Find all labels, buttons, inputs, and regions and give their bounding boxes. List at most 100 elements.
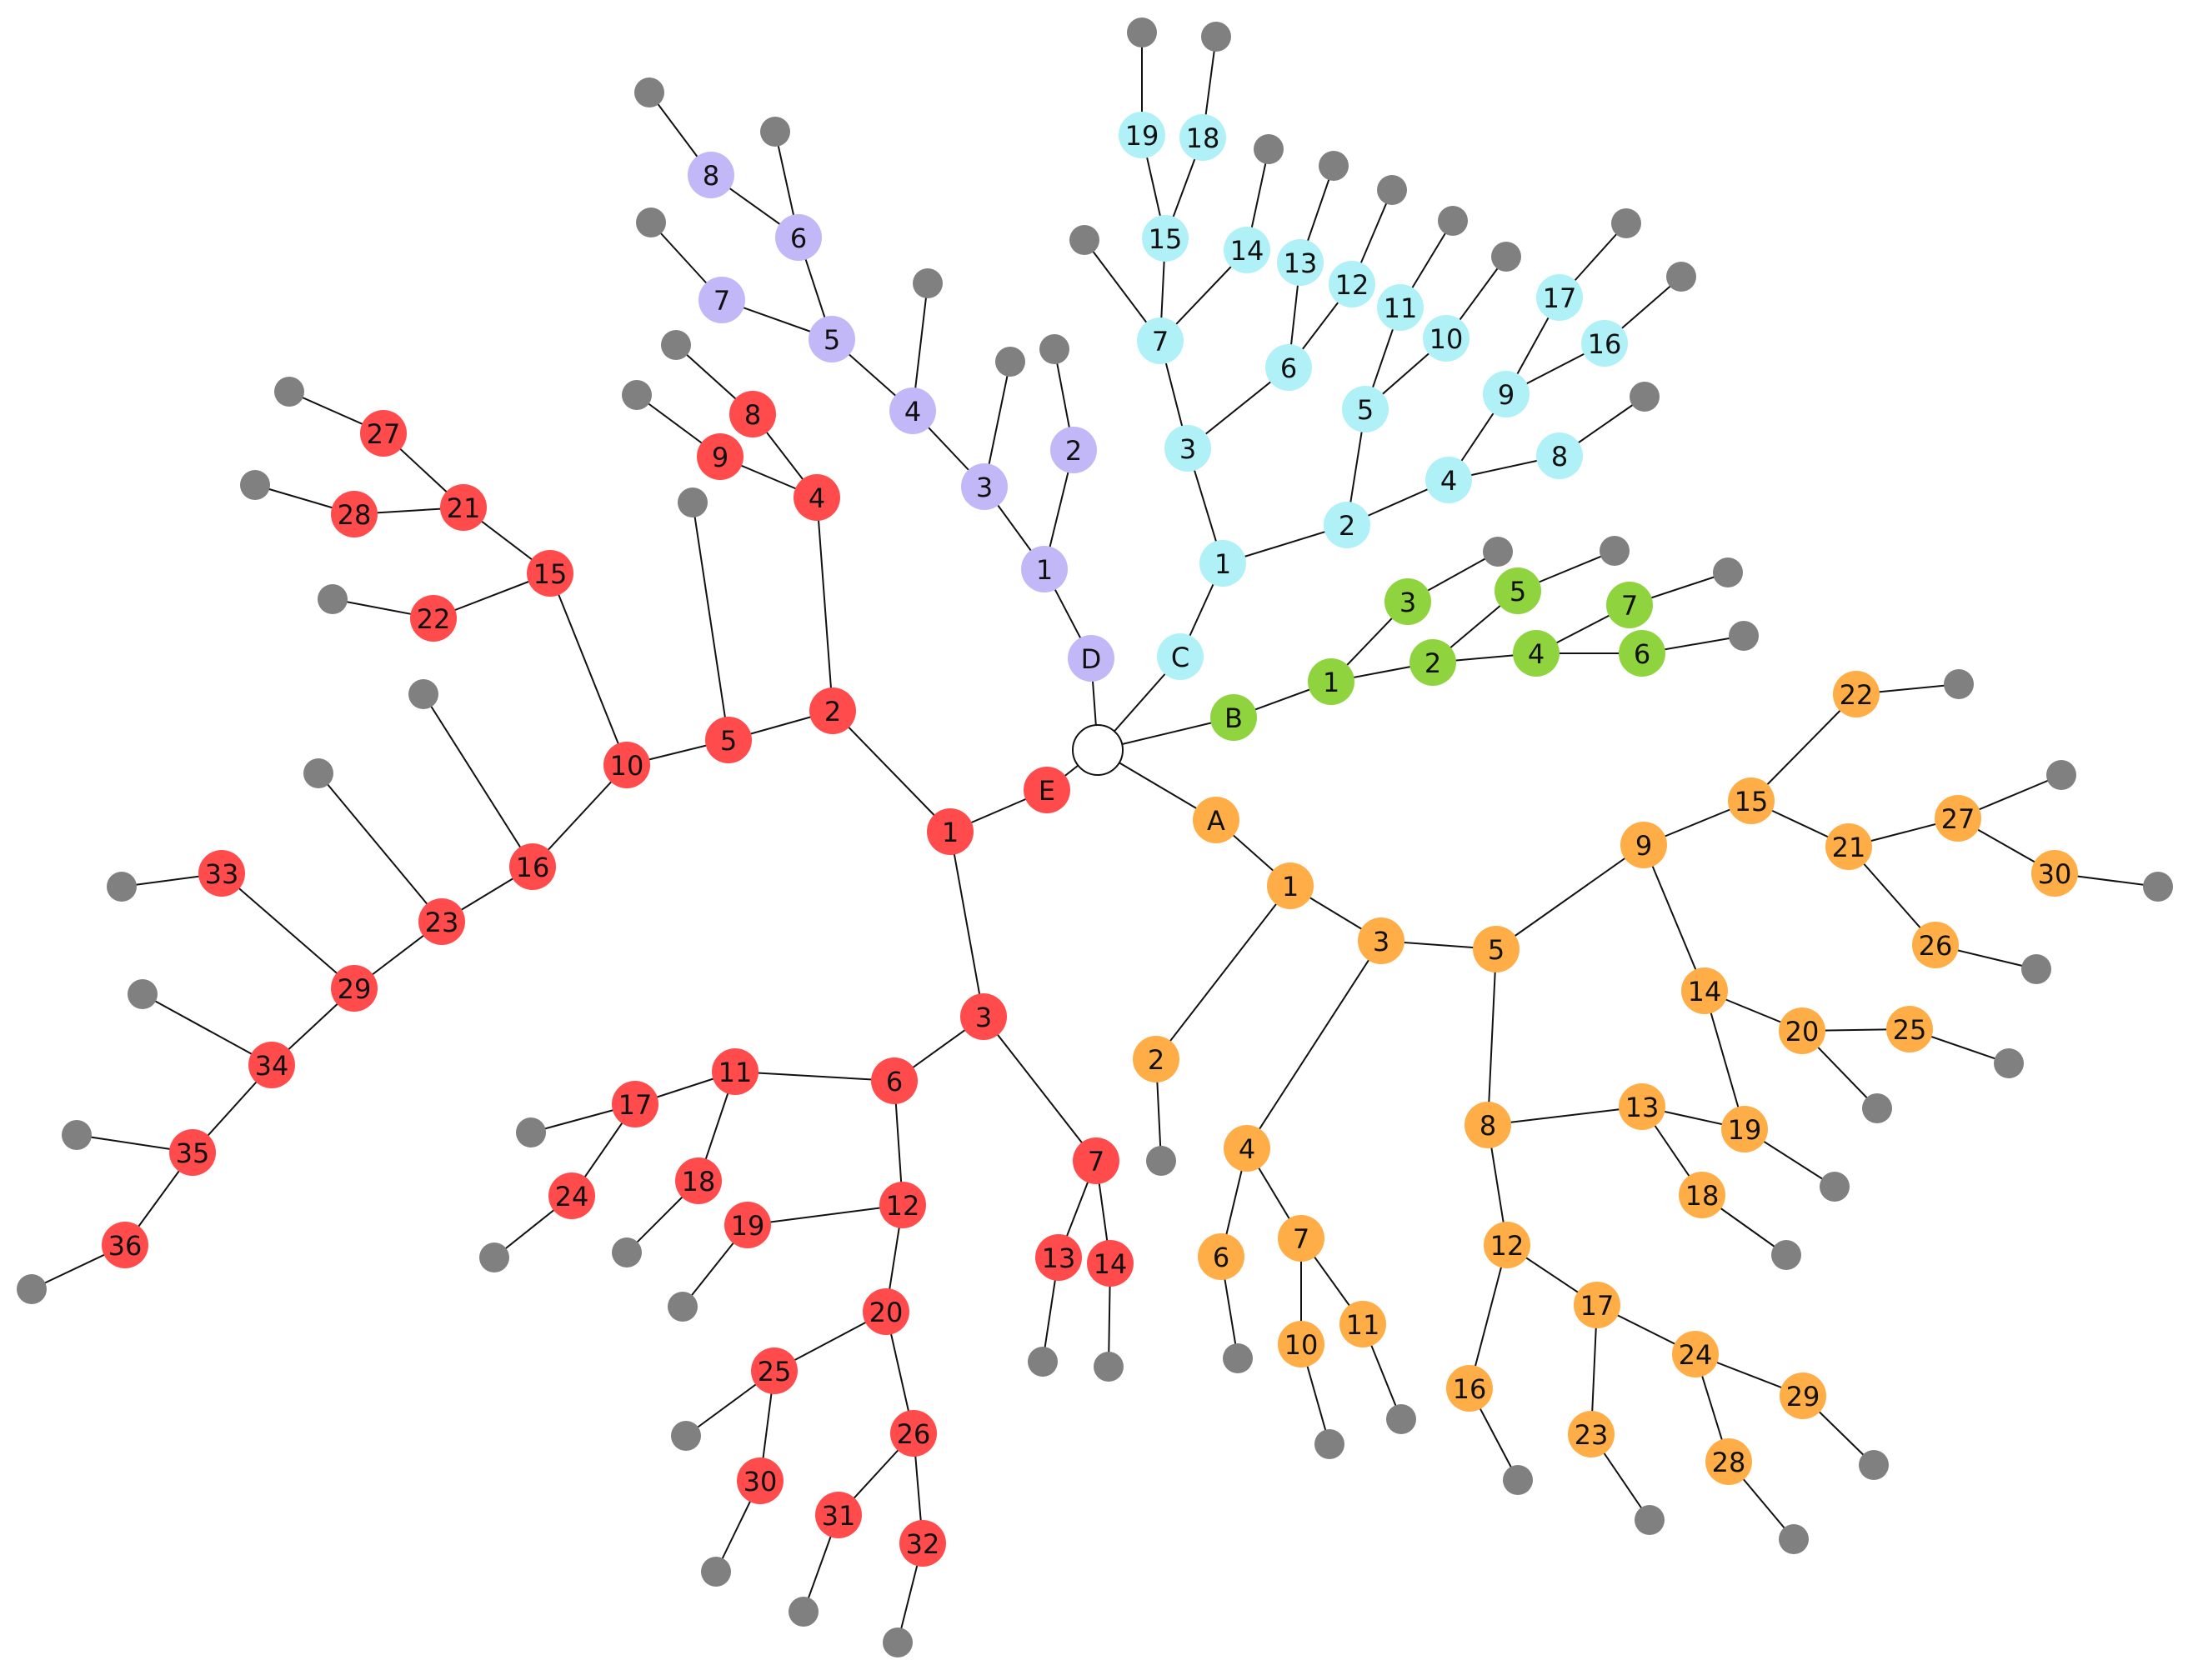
- node-circle: [1319, 151, 1349, 181]
- leaf-node: [1729, 621, 1759, 651]
- node-circle: [1820, 1172, 1850, 1202]
- node-circle: [1050, 427, 1097, 473]
- node-label: 28: [338, 499, 372, 531]
- leaf-node: [1491, 242, 1521, 272]
- node-circle: [1620, 822, 1667, 868]
- tree-node-C4: 4: [1425, 457, 1472, 503]
- node-circle: [1423, 315, 1470, 362]
- node-label: 13: [1042, 1242, 1076, 1274]
- node-circle: [1994, 1048, 2024, 1078]
- node-circle: [1771, 1240, 1801, 1270]
- tree-node-E32: 32: [899, 1520, 946, 1567]
- node-label: A: [1207, 805, 1225, 837]
- node-circle: [729, 391, 776, 438]
- node-circle: [303, 758, 333, 788]
- node-label: 20: [869, 1297, 904, 1328]
- node-label: 8: [744, 399, 761, 431]
- node-circle: [1137, 318, 1184, 364]
- tree-node-B: B: [1210, 694, 1257, 741]
- leaf-node: [1039, 334, 1069, 364]
- tree-node-B3: 3: [1384, 578, 1431, 625]
- node-circle: [1935, 795, 1981, 842]
- node-circle: [1039, 334, 1069, 364]
- node-circle: [1503, 1465, 1533, 1495]
- leaf-node: [1820, 1172, 1850, 1202]
- node-label: 27: [367, 418, 401, 450]
- node-circle: [815, 1492, 862, 1538]
- node-label: 10: [610, 750, 644, 782]
- edge-E12-E19: [747, 1204, 904, 1226]
- leaf-node: [1630, 382, 1660, 412]
- tree-node-C13: 13: [1277, 239, 1324, 286]
- tree-node-A16: 16: [1446, 1365, 1493, 1412]
- node-circle: [331, 965, 378, 1012]
- tree-node-E33: 33: [198, 850, 245, 897]
- node-circle: [1825, 823, 1872, 870]
- node-circle: [634, 78, 664, 108]
- node-circle: [1028, 1347, 1058, 1377]
- tree-node-E20: 20: [863, 1288, 909, 1335]
- node-circle: [1267, 862, 1314, 909]
- tree-node-E12: 12: [879, 1182, 926, 1228]
- node-circle: [1944, 669, 1974, 699]
- tree-node-C: C: [1157, 633, 1204, 680]
- tree-node-C17: 17: [1536, 274, 1583, 321]
- leaf-node: [479, 1242, 509, 1272]
- edge-A5-A8: [1487, 948, 1497, 1126]
- node-circle: [1198, 1233, 1244, 1280]
- tree-node-C1: 1: [1199, 540, 1246, 587]
- node-circle: [1779, 1524, 1809, 1554]
- node-label: 28: [1712, 1447, 1746, 1478]
- node-label: 29: [338, 973, 372, 1005]
- tree-node-D2: 2: [1050, 427, 1097, 473]
- edge-E3-E7: [983, 1016, 1097, 1162]
- node-label: 7: [713, 285, 730, 317]
- node-label: 15: [1149, 223, 1183, 255]
- node-circle: [698, 277, 745, 323]
- node-circle: [760, 117, 790, 147]
- node-circle: [516, 1118, 546, 1148]
- node-circle: [1713, 558, 1743, 588]
- tree-node-E18: 18: [675, 1158, 722, 1204]
- edge-E6-E11: [734, 1071, 895, 1082]
- tree-node-A30: 30: [2031, 850, 2078, 897]
- node-label: 14: [1688, 976, 1722, 1008]
- tree-node-E19: 19: [724, 1202, 771, 1248]
- node-circle: [1729, 621, 1759, 651]
- node-label: 21: [447, 492, 481, 524]
- node-circle: [1483, 537, 1513, 567]
- node-label: 5: [1357, 394, 1374, 426]
- node-label: 26: [897, 1418, 931, 1450]
- edge-A5-A9: [1495, 844, 1645, 950]
- node-circle: [863, 1288, 909, 1335]
- node-label: 19: [731, 1210, 765, 1242]
- node-circle: [479, 1242, 509, 1272]
- tree-node-C9: 9: [1483, 371, 1530, 418]
- node-label: 29: [1786, 1381, 1820, 1412]
- leaf-node: [1314, 1429, 1344, 1459]
- node-circle: [995, 347, 1025, 377]
- leaf-node: [17, 1274, 47, 1304]
- node-label: 6: [790, 222, 807, 254]
- tree-node-D6: 6: [775, 214, 822, 261]
- node-circle: [1581, 320, 1628, 367]
- node-label: 12: [1335, 269, 1369, 301]
- tree-node-A22: 22: [1833, 671, 1880, 718]
- tree-node-E22: 22: [410, 595, 457, 642]
- node-label: 19: [1728, 1114, 1762, 1146]
- node-circle: [548, 1172, 595, 1219]
- node-label: 16: [516, 852, 550, 883]
- node-circle: [1568, 1411, 1615, 1458]
- node-label: 19: [1125, 120, 1159, 152]
- node-circle: [1705, 1438, 1752, 1485]
- node-circle: [1465, 1102, 1511, 1148]
- node-circle: [1409, 639, 1456, 686]
- tree-node-A: A: [1193, 797, 1239, 843]
- tree-node-C2: 2: [1324, 502, 1370, 548]
- node-label: 7: [1088, 1146, 1104, 1178]
- leaf-node: [1146, 1146, 1176, 1176]
- node-label: 26: [1919, 930, 1953, 962]
- node-label: 31: [822, 1500, 856, 1532]
- node-circle: [701, 1557, 731, 1587]
- node-circle: [871, 1058, 918, 1104]
